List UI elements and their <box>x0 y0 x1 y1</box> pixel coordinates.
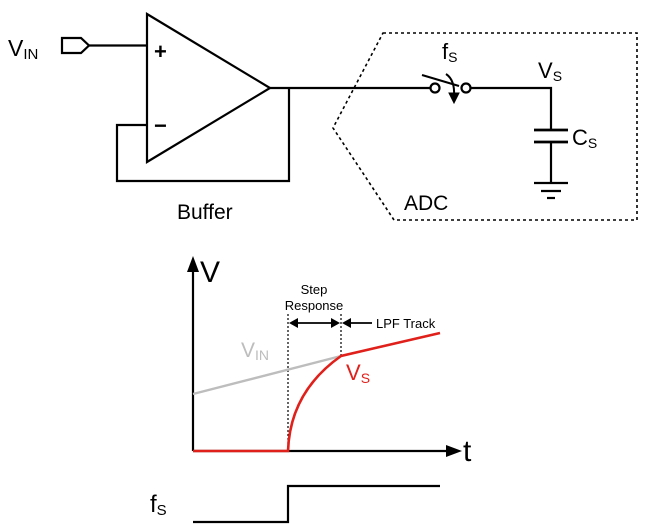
switch-contact-left <box>429 82 441 94</box>
vin-label: V <box>8 35 24 61</box>
svg-text:CS: CS <box>572 125 597 151</box>
circuit-schematic <box>60 12 638 221</box>
lpf-track-label: LPF Track <box>376 316 436 331</box>
vs-trace <box>193 331 441 453</box>
x-axis-arrowhead <box>446 445 462 457</box>
switch-arrowhead <box>448 92 460 105</box>
vin-trace-label-subscript: IN <box>255 347 269 363</box>
opamp-minus-sign: − <box>154 113 167 138</box>
svg-text:VIN: VIN <box>8 35 38 63</box>
vs-label: V <box>538 58 553 83</box>
x-axis-label: t <box>463 435 472 468</box>
cs-label-subscript: S <box>588 135 597 151</box>
waveform-plot <box>187 256 462 524</box>
vin-trace <box>192 354 342 396</box>
vs-trace-label: V <box>346 360 361 385</box>
svg-text:fS: fS <box>442 39 457 65</box>
clock-label-subscript: S <box>157 502 167 519</box>
vin-label-subscript: IN <box>23 46 38 63</box>
waveform-labels: V t Step Response LPF Track VIN VS fS <box>150 256 472 519</box>
opamp-plus-sign: + <box>154 39 167 64</box>
cs-label: C <box>572 125 588 150</box>
vin-trace-label: V <box>241 339 255 362</box>
feedback-wire <box>115 88 291 183</box>
vs-node-wire <box>470 86 553 130</box>
clock-label: f <box>150 491 157 518</box>
y-axis-label: V <box>200 256 220 289</box>
step-response-arrow-left <box>289 318 298 328</box>
svg-text:fS: fS <box>150 491 167 519</box>
buffer-label: Buffer <box>177 201 233 224</box>
fs-label-subscript: S <box>448 49 457 65</box>
circuit-labels: VIN + − Buffer ADC fS VS CS <box>8 35 597 224</box>
svg-text:VIN: VIN <box>241 339 269 363</box>
step-response-arrow-right <box>331 318 340 328</box>
clock-waveform <box>193 484 440 524</box>
vs-trace-label-subscript: S <box>361 370 370 386</box>
vs-label-subscript: S <box>553 68 562 84</box>
svg-text:VS: VS <box>538 58 562 84</box>
y-axis-arrowhead <box>187 256 199 272</box>
adc-label: ADC <box>404 192 448 215</box>
switch-contact-right <box>460 82 472 94</box>
svg-text:VS: VS <box>346 360 370 386</box>
input-port-symbol <box>60 36 91 55</box>
step-label-line2: Response <box>285 298 344 313</box>
step-label-line1: Step <box>301 282 328 297</box>
lpf-arrow-left <box>342 318 351 328</box>
fs-label: f <box>442 39 449 64</box>
buffer-opamp-triangle <box>145 12 273 164</box>
adc-boundary <box>332 32 638 221</box>
